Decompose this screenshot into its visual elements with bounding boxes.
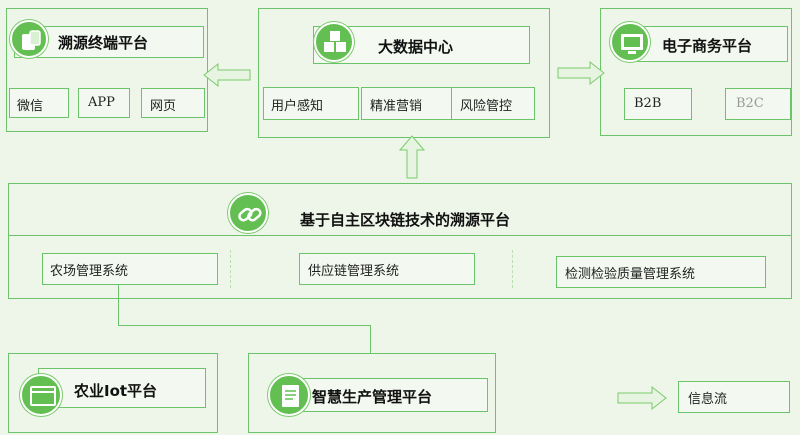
bigdata-item-user-perception: 用户感知 [263,87,359,120]
info-flow-label: 信息流 [688,392,728,407]
terminal-item-wechat: 微信 [9,88,69,118]
blockchain-icon [228,193,268,233]
ecommerce-item-b2c: B2C [725,88,791,120]
ecommerce-item-label: B2B [634,96,662,111]
system-divider [230,250,231,288]
bigdata-item-label: 风险管控 [460,99,513,114]
blockchain-title: 基于自主区块链技术的溯源平台 [300,211,511,229]
ecommerce-item-label: B2C [736,96,764,111]
smart-production-icon [268,374,310,416]
terminal-platform-icon [10,20,48,58]
system-farm-management: 农场管理系统 [42,253,218,285]
system-label: 供应链管理系统 [308,264,400,279]
system-divider [512,250,513,288]
terminal-item-label: APP [88,95,115,110]
terminal-item-label: 网页 [150,99,177,114]
bigdata-title: 大数据中心 [378,38,454,56]
system-quality-inspection: 检测检验质量管理系统 [556,256,766,288]
ecommerce-title: 电子商务平台 [662,37,753,55]
bigdata-item-risk-control: 风险管控 [451,87,535,120]
ecommerce-item-b2b: B2B [624,88,692,120]
terminal-platform-title: 溯源终端平台 [58,34,149,52]
terminal-item-app: APP [78,88,130,118]
bigdata-item-label: 精准营销 [370,99,423,114]
system-supply-chain: 供应链管理系统 [299,253,475,285]
arrow-up-icon [398,135,426,179]
smart-production-title-box [290,378,488,412]
connector-line [118,285,119,326]
connector-line [118,325,370,326]
system-label: 检测检验质量管理系统 [565,267,696,282]
agri-iot-icon [20,374,62,416]
bigdata-item-label: 用户感知 [271,99,324,114]
agri-iot-title: 农业Iot平台 [74,382,158,400]
blockchain-title-line [8,235,792,236]
terminal-item-web: 网页 [141,88,205,118]
bigdata-icon [314,22,354,62]
connector-line [370,325,371,353]
terminal-item-label: 微信 [17,99,44,114]
arrow-left-icon [203,62,251,88]
info-flow-arrow-icon [617,385,667,411]
bigdata-item-precision-marketing: 精准营销 [361,87,453,120]
ecommerce-icon [610,22,650,62]
ecommerce-title-box [628,26,788,62]
info-flow-legend-box: 信息流 [678,381,790,413]
arrow-right-icon [557,60,605,86]
system-label: 农场管理系统 [50,264,129,279]
smart-production-title: 智慧生产管理平台 [312,388,433,406]
